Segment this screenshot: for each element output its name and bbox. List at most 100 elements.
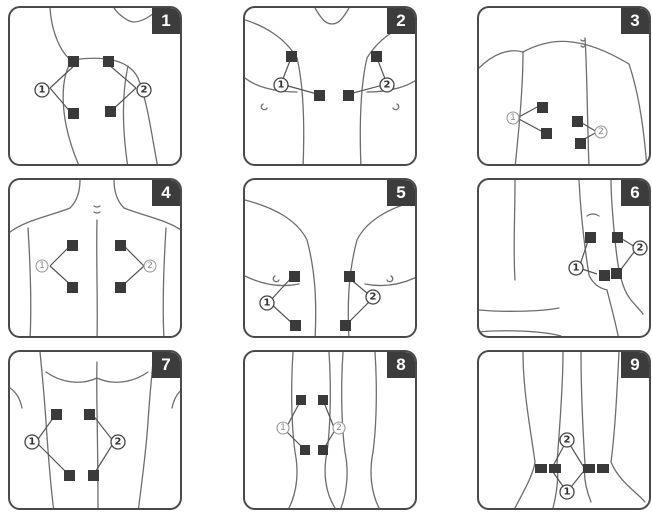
channel-1-label: 1 bbox=[39, 85, 46, 96]
panel-number-badge: 2 bbox=[387, 8, 415, 34]
channel-1-label: 1 bbox=[564, 487, 571, 498]
electrode-pad bbox=[68, 56, 79, 67]
electrode-pad bbox=[541, 128, 552, 139]
panel-number-badge: 6 bbox=[621, 180, 649, 206]
electrode-pad bbox=[67, 282, 78, 293]
body-outline bbox=[515, 352, 535, 508]
electrode-pad bbox=[549, 464, 561, 473]
channel-1-label: 1 bbox=[510, 113, 516, 123]
electrode-pad bbox=[88, 470, 99, 481]
panel-number-badge: 9 bbox=[621, 352, 649, 378]
body-outline bbox=[10, 180, 80, 232]
channel-2-label: 2 bbox=[336, 423, 342, 433]
body-outline bbox=[94, 206, 100, 213]
body-outline bbox=[479, 331, 561, 336]
body-outline bbox=[371, 352, 379, 508]
channel-1-label: 1 bbox=[573, 263, 580, 274]
channel-1-label: 1 bbox=[278, 80, 285, 91]
channel-1-label: 1 bbox=[264, 298, 271, 309]
electrode-pad bbox=[115, 240, 126, 251]
electrode-pad bbox=[340, 320, 351, 331]
body-outline bbox=[587, 214, 599, 216]
lead-wire bbox=[108, 64, 136, 112]
electrode-pad bbox=[68, 108, 79, 119]
body-outline bbox=[479, 51, 523, 68]
placement-panel-6: 1 2 6 bbox=[477, 178, 651, 338]
electrode-pad bbox=[67, 240, 78, 251]
panel-number-badge: 8 bbox=[387, 352, 415, 378]
channel-2-label: 2 bbox=[147, 261, 153, 271]
body-outline bbox=[629, 64, 647, 166]
panel-number-badge: 1 bbox=[152, 8, 180, 34]
electrode-pad bbox=[343, 90, 354, 101]
channel-1-label: 1 bbox=[29, 437, 36, 448]
lead-wire bbox=[36, 414, 68, 474]
electrode-pad bbox=[318, 445, 328, 455]
electrode-pad bbox=[296, 395, 306, 405]
body-outline bbox=[28, 228, 31, 338]
body-outline bbox=[245, 78, 297, 92]
electrode-pad bbox=[537, 102, 548, 113]
body-outline bbox=[315, 8, 349, 24]
electrode-pad bbox=[535, 464, 547, 473]
electrode-pad bbox=[597, 464, 609, 473]
electrode-pad bbox=[612, 232, 623, 243]
channel-1-label: 1 bbox=[280, 423, 286, 433]
electrode-pad bbox=[289, 271, 300, 282]
electrode-pad bbox=[64, 470, 75, 481]
placement-panel-5: 1 2 5 bbox=[243, 178, 417, 338]
electrode-pad bbox=[318, 395, 328, 405]
electrode-pad bbox=[599, 270, 610, 281]
placement-panel-4: 1 2 4 bbox=[8, 178, 182, 338]
body-outline bbox=[163, 228, 166, 338]
electrode-pad bbox=[103, 56, 114, 67]
body-outline bbox=[10, 388, 22, 408]
panel-number-badge: 5 bbox=[387, 180, 415, 206]
channel-2-label: 2 bbox=[598, 127, 604, 137]
electrode-pad bbox=[51, 409, 62, 420]
body-outline bbox=[360, 20, 417, 166]
placement-panel-9: 2 1 9 bbox=[477, 350, 651, 510]
body-outline bbox=[515, 52, 523, 166]
placement-panel-1: 1 2 1 bbox=[8, 6, 182, 166]
body-outline bbox=[393, 104, 399, 110]
electrode-pad bbox=[300, 445, 310, 455]
channel-2-label: 2 bbox=[564, 435, 571, 446]
electrode-pad bbox=[344, 271, 355, 282]
body-outline bbox=[607, 290, 619, 338]
electrode-pad bbox=[84, 409, 95, 420]
electrode-pad bbox=[286, 51, 297, 62]
panel-number-badge: 3 bbox=[621, 8, 649, 34]
electrode-pad bbox=[585, 232, 596, 243]
electrode-pad bbox=[575, 138, 586, 149]
channel-2-label: 2 bbox=[384, 80, 391, 91]
electrode-pad bbox=[290, 320, 301, 331]
electrode-pad bbox=[314, 90, 325, 101]
placement-panel-8: 1 2 8 bbox=[243, 350, 417, 510]
electrode-pad bbox=[583, 464, 595, 473]
body-outline bbox=[245, 200, 316, 338]
channel-2-label: 2 bbox=[370, 292, 377, 303]
electrode-pad bbox=[611, 268, 622, 279]
placement-panel-2: 1 2 2 bbox=[243, 6, 417, 166]
channel-2-label: 2 bbox=[637, 243, 644, 254]
body-outline bbox=[387, 276, 393, 282]
electrode-pad bbox=[105, 106, 116, 117]
body-outline bbox=[97, 220, 98, 338]
body-outline bbox=[581, 352, 591, 502]
body-outline bbox=[289, 352, 297, 508]
body-outline bbox=[479, 308, 559, 311]
electrode-pad bbox=[115, 282, 126, 293]
body-outline bbox=[523, 41, 629, 64]
body-outline bbox=[97, 362, 98, 510]
body-outline bbox=[273, 276, 279, 282]
body-outline bbox=[625, 290, 643, 314]
channel-2-label: 2 bbox=[141, 85, 148, 96]
electrode-pad bbox=[572, 116, 583, 127]
body-outline bbox=[261, 104, 267, 110]
panel-number-badge: 7 bbox=[152, 352, 180, 378]
channel-2-label: 2 bbox=[115, 437, 122, 448]
channel-1-label: 1 bbox=[39, 261, 45, 271]
body-outline bbox=[348, 200, 417, 338]
panel-number-badge: 4 bbox=[152, 180, 180, 206]
